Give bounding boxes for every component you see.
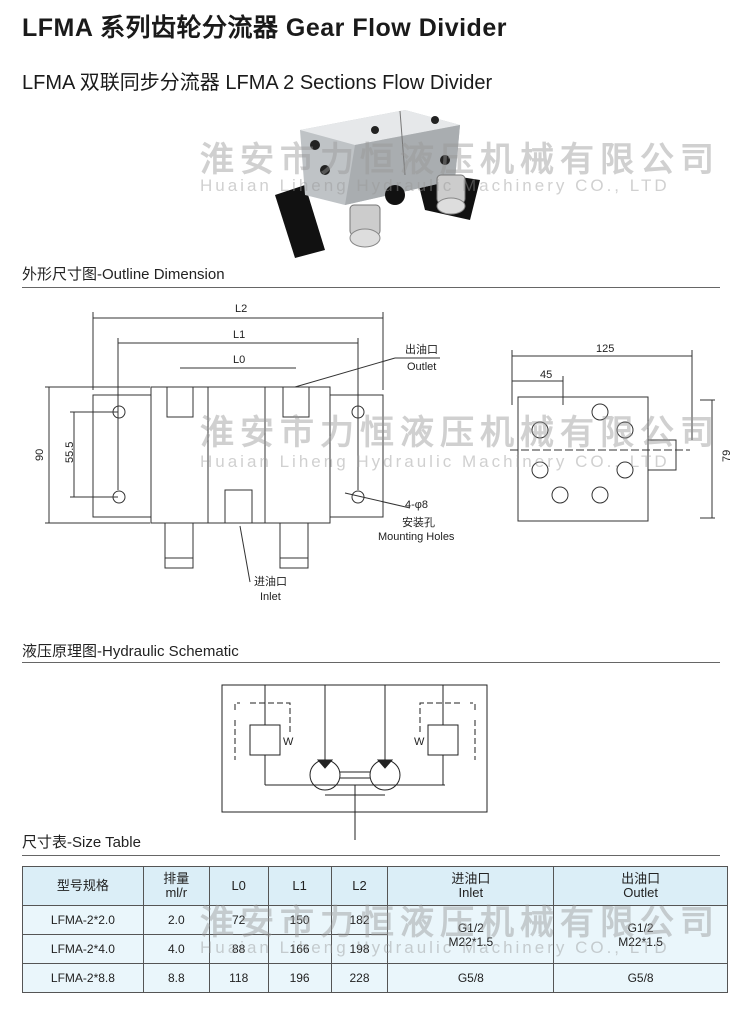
dim-l2: L2 [235, 303, 247, 315]
watermark-cn: 淮安市力恒液压机械有限公司 [200, 141, 720, 179]
dim-45: 45 [540, 369, 552, 381]
watermark-en-3: Huaian Liheng Hydraulic Machinery CO., L… [200, 938, 670, 957]
cell-inlet: G5/8 [387, 963, 555, 993]
dim-125: 125 [596, 343, 614, 355]
cell-displacement: 8.8 [142, 963, 210, 993]
product-photo [275, 110, 480, 258]
page-title: LFMA 系列齿轮分流器 Gear Flow Divider [22, 14, 507, 42]
schematic-w-right: W [414, 736, 425, 748]
inlet-label-en: Inlet [260, 591, 281, 603]
mounting-holes-spec: 4-φ8 [405, 499, 428, 511]
inlet-label-cn: 进油口 [254, 574, 287, 588]
cell-displacement: 2.0 [142, 905, 210, 935]
cell-model: LFMA-2*4.0 [22, 934, 144, 964]
outline-dimension-drawing: L2 L1 L0 90 55.5 出油口 Outlet 4-φ8 安装孔 Mou… [34, 303, 733, 603]
section-table-heading: 尺寸表-Size Table [22, 834, 141, 851]
section-outline-heading: 外形尺寸图-Outline Dimension [22, 266, 225, 283]
cell-model: LFMA-2*2.0 [22, 905, 144, 935]
header-l1: L1 [267, 866, 332, 906]
header-model: 型号规格 [22, 866, 144, 906]
dim-79: 79 [721, 450, 733, 462]
table-row: LFMA-2*4.0 4.0 88 166 198 [22, 934, 728, 964]
cell-l0: 118 [208, 963, 269, 993]
cell-l1: 166 [267, 934, 332, 964]
outlet-label-en: Outlet [407, 361, 436, 373]
cell-l2: 198 [330, 934, 389, 964]
cell-outlet: G5/8 [553, 963, 728, 993]
page-subtitle: LFMA 双联同步分流器 LFMA 2 Sections Flow Divide… [22, 72, 493, 94]
mounting-holes-en: Mounting Holes [378, 531, 455, 543]
header-l2: L2 [330, 866, 389, 906]
cell-l2: 228 [330, 963, 389, 993]
watermark-en-2: Huaian Liheng Hydraulic Machinery CO., L… [200, 452, 670, 471]
dim-l1: L1 [233, 329, 245, 341]
dim-55-5: 55.5 [64, 442, 76, 463]
dim-90: 90 [34, 449, 46, 461]
section-schematic-heading: 液压原理图-Hydraulic Schematic [22, 643, 239, 660]
cell-l1: 196 [267, 963, 332, 993]
divider [22, 662, 720, 663]
header-l0: L0 [208, 866, 269, 906]
watermark-cn-3: 淮安市力恒液压机械有限公司 [200, 904, 720, 942]
cell-l2: 182 [330, 905, 389, 935]
hydraulic-schematic: W W [221, 684, 488, 840]
cell-l0: 88 [208, 934, 269, 964]
cell-model: LFMA-2*8.8 [22, 963, 144, 993]
schematic-w-left: W [283, 736, 294, 748]
dim-l0: L0 [233, 354, 245, 366]
outlet-label-cn: 出油口 [405, 342, 438, 356]
watermark-en: Huaian Liheng Hydraulic Machinery CO., L… [200, 176, 670, 195]
divider [22, 287, 720, 288]
watermark-cn-2: 淮安市力恒液压机械有限公司 [200, 414, 720, 452]
table-row: LFMA-2*8.8 8.8 118 196 228 G5/8 G5/8 [22, 963, 728, 993]
divider [22, 855, 720, 856]
cell-l0: 72 [208, 905, 269, 935]
mounting-holes-cn: 安装孔 [402, 515, 435, 529]
